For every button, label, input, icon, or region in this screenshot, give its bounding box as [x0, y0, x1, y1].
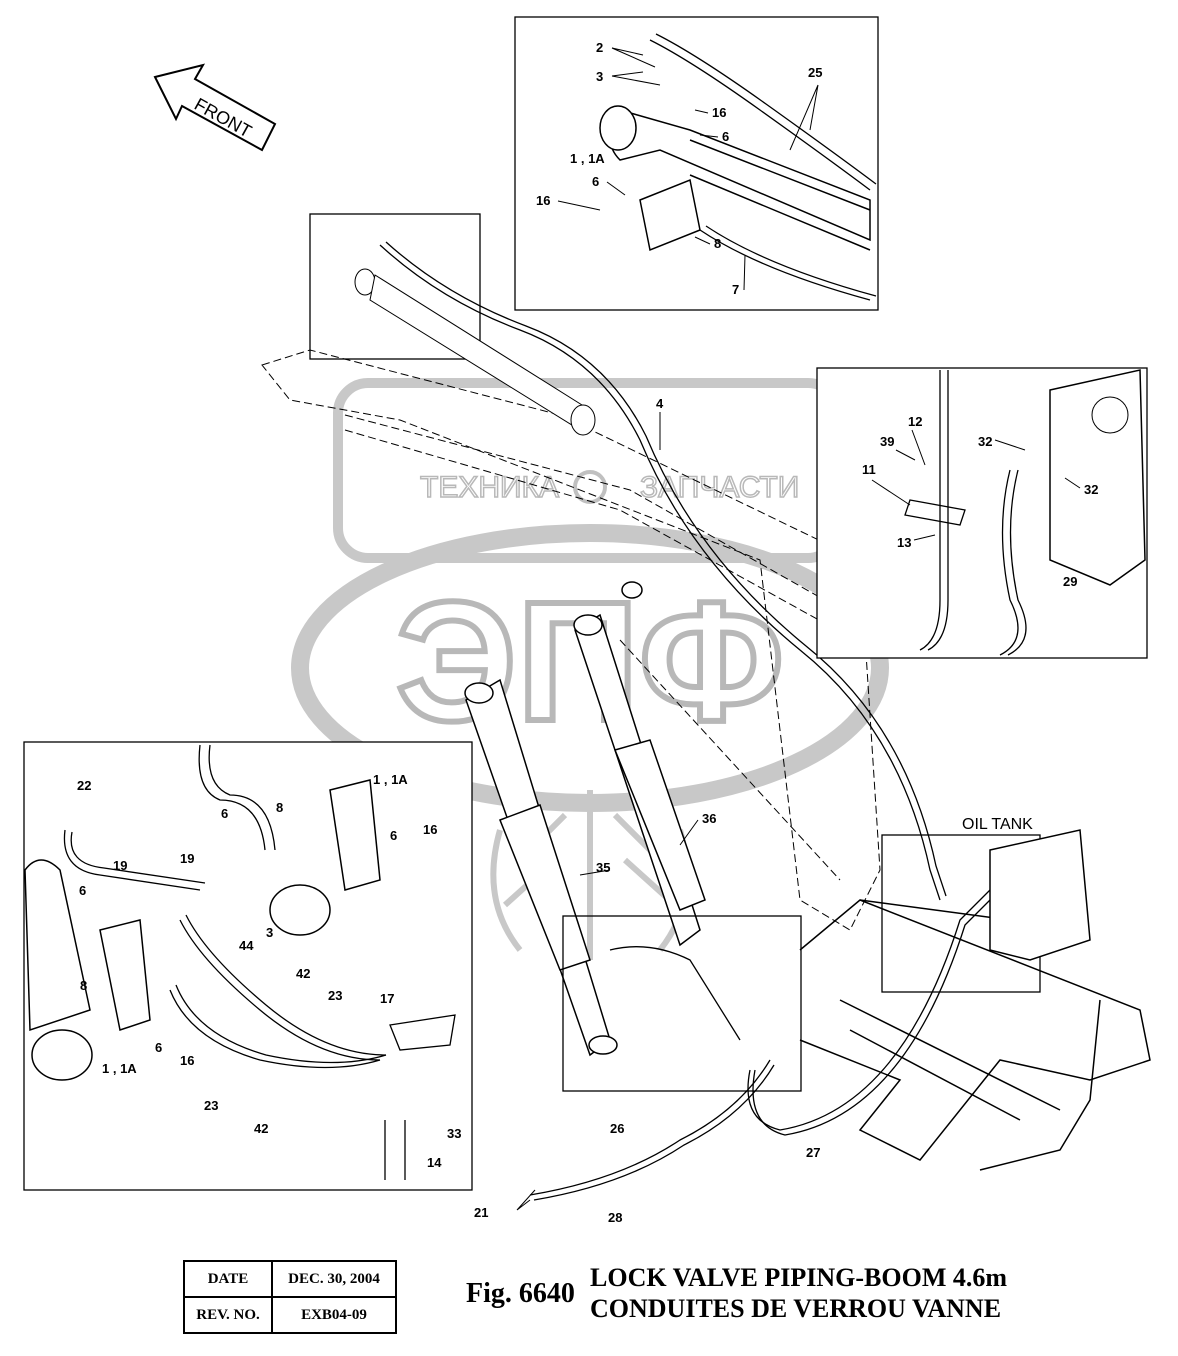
callout-33: 33 — [447, 1126, 461, 1141]
boom-outline — [261, 349, 881, 931]
callout-23: 23 — [328, 988, 342, 1003]
callout-29: 29 — [1063, 574, 1077, 589]
callout-14: 14 — [427, 1155, 442, 1170]
watermark: ТЕХНИКА ЗАПЧАСТИ ЭПФ — [291, 378, 889, 960]
callout-7: 7 — [732, 282, 739, 297]
callout-17: 17 — [380, 991, 394, 1006]
callout-6: 6 — [592, 174, 599, 189]
front-direction-arrow: FRONT — [153, 63, 277, 152]
revision-label: REV. NO. — [183, 1296, 273, 1334]
inset-bottom-left-detail — [23, 741, 473, 1191]
callout-35: 35 — [596, 860, 610, 875]
hose-run-4 — [379, 241, 947, 901]
callouts: 2 3 25 16 6 1 , 1A 6 16 8 7 4 12 39 32 3… — [77, 40, 1098, 1225]
callout-27: 27 — [806, 1145, 820, 1160]
callout-8: 8 — [276, 800, 283, 815]
callout-19: 19 — [113, 858, 127, 873]
callout-16: 16 — [423, 822, 437, 837]
figure-title: LOCK VALVE PIPING-BOOM 4.6m CONDUITES DE… — [590, 1262, 1007, 1324]
oil-tank-inset: OIL TANK — [881, 816, 1091, 993]
callout-36: 36 — [702, 811, 716, 826]
leader-lines — [516, 47, 1081, 1211]
callout-4: 4 — [656, 396, 664, 411]
callout-39: 39 — [880, 434, 894, 449]
date-value: DEC. 30, 2004 — [271, 1260, 397, 1298]
callout-6: 6 — [155, 1040, 162, 1055]
gear-icon — [573, 470, 607, 504]
figure-title-french: CONDUITES DE VERROU VANNE — [590, 1294, 1002, 1323]
callout-6: 6 — [390, 828, 397, 843]
callout-3: 3 — [266, 925, 273, 940]
callout-13: 13 — [897, 535, 911, 550]
callout-6: 6 — [722, 129, 729, 144]
callout-32: 32 — [1084, 482, 1098, 497]
callout-44: 44 — [239, 938, 254, 953]
callout-2: 2 — [596, 40, 603, 55]
oil-tank-label: OIL TANK — [962, 816, 1033, 833]
callout-16: 16 — [536, 193, 550, 208]
upper-frame — [799, 899, 1151, 1171]
inset-cylinder-valve — [562, 915, 802, 1092]
callout-1-1a: 1 , 1A — [570, 151, 605, 166]
callout-28: 28 — [608, 1210, 622, 1225]
boom-cylinders — [464, 581, 706, 1057]
callout-25: 25 — [808, 65, 822, 80]
callout-6: 6 — [79, 883, 86, 898]
callout-16: 16 — [180, 1053, 194, 1068]
callout-3: 3 — [596, 69, 603, 84]
callout-8: 8 — [714, 236, 721, 251]
inset-top-detail — [514, 16, 879, 311]
inset-right-detail — [816, 367, 1148, 659]
callout-12: 12 — [908, 414, 922, 429]
title-block: DATE DEC. 30, 2004 REV. NO. EXB04-09 — [183, 1260, 397, 1334]
callout-11: 11 — [862, 462, 876, 477]
watermark-bottom-text: ЗАПЧАСТИ — [640, 471, 799, 504]
watermark-top-text: ТЕХНИКА — [420, 471, 559, 504]
callout-42: 42 — [254, 1121, 268, 1136]
callout-26: 26 — [610, 1121, 624, 1136]
callout-42: 42 — [296, 966, 310, 981]
callout-1-1a: 1 , 1A — [373, 772, 408, 787]
callout-21: 21 — [474, 1205, 488, 1220]
callout-22: 22 — [77, 778, 91, 793]
callout-32: 32 — [978, 434, 992, 449]
inset-upper-left — [309, 213, 596, 436]
callout-19: 19 — [180, 851, 194, 866]
callout-6: 6 — [221, 806, 228, 821]
callout-1-1a: 1 , 1A — [102, 1061, 137, 1076]
callout-8: 8 — [80, 978, 87, 993]
figure-number: Fig. 6640 — [466, 1278, 575, 1309]
callout-23: 23 — [204, 1098, 218, 1113]
callout-16: 16 — [712, 105, 726, 120]
revision-value: EXB04-09 — [271, 1296, 397, 1334]
figure-title-english: LOCK VALVE PIPING-BOOM 4.6m — [590, 1263, 1008, 1292]
date-label: DATE — [183, 1260, 273, 1298]
